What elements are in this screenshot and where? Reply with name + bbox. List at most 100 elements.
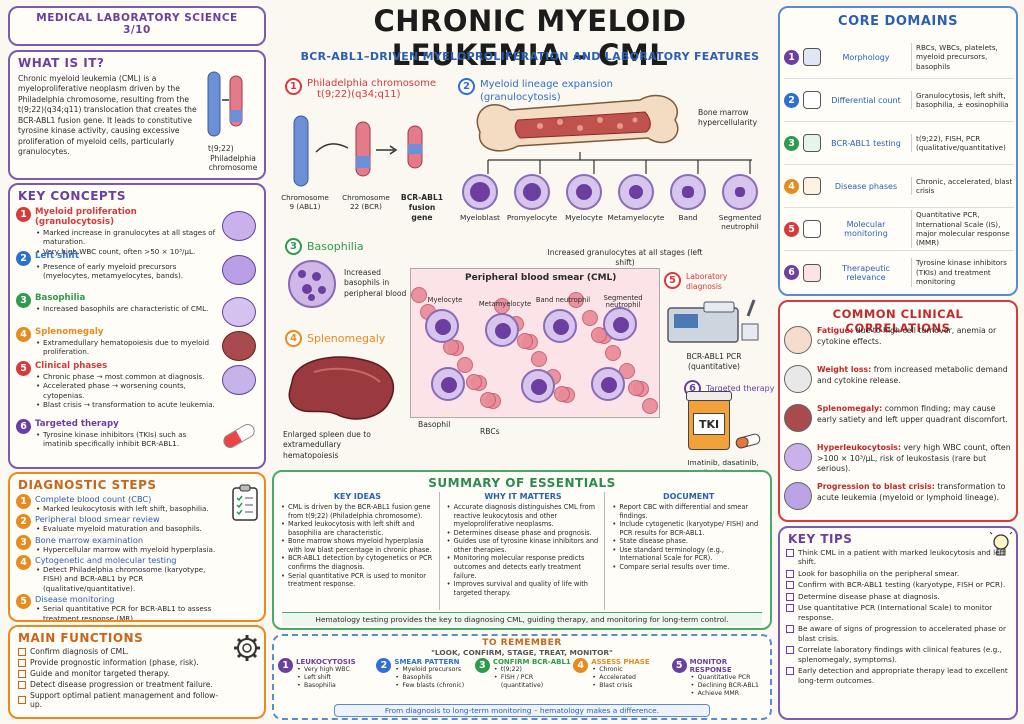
summary-title: SUMMARY OF ESSENTIALS (428, 476, 616, 490)
section5-number: 5 (664, 272, 681, 289)
key-concept-bullet: Blast crisis → transformation to acute l… (35, 400, 216, 410)
pcr-label: BCR-ABL1 PCR (quantitative) (686, 352, 742, 371)
remember-step-bullets: t(9;22)FISH / PCR (quantitative) (493, 666, 571, 689)
summary-item: Improves survival and quality of life wi… (446, 580, 601, 597)
core-domains-title: CORE DOMAINS (838, 14, 958, 29)
summary-item: Compare serial results over time. (611, 563, 766, 572)
tip-item: Determine disease phase at diagnosis. (786, 592, 1012, 601)
core-domain-number: 2 (784, 92, 799, 108)
summary-item: Serial quantitative PCR is used to monit… (280, 572, 435, 589)
check-icon (786, 667, 794, 676)
rbc (628, 380, 644, 396)
tip-text: Correlate laboratory findings with clini… (798, 645, 1002, 664)
remember-step-number: 3 (474, 658, 490, 673)
clinical-desc: transformation to acute leukemia (myeloi… (817, 482, 1006, 502)
core-domain-name: Therapeutic relevance (842, 263, 890, 282)
remember-step-bullet: Accelerated (591, 674, 649, 682)
summary-list: CML is driven by the BCR-ABL1 fusion gen… (280, 503, 435, 589)
remember-step-bullet: Very high WBC (296, 666, 356, 674)
main-function-item: Support optimal patient management and f… (18, 691, 228, 709)
diagnostic-step-number: 3 (16, 534, 31, 550)
philadelphia-label: Philadelphia chromosome (208, 154, 258, 172)
remember-panel: TO REMEMBER "LOOK, CONFIRM, STAGE, TREAT… (272, 634, 772, 720)
diagnostic-step-bullets: Serial quantitative PCR for BCR-ABL1 to … (35, 604, 226, 620)
clinical-text: Splenomegaly: common finding; may cause … (817, 404, 1014, 425)
key-concept-title: Splenomegaly (35, 327, 104, 337)
key-concept-title: Targeted therapy (35, 419, 119, 429)
key-concept-bullets: Extramedullary hematopoiesis due to myel… (35, 338, 216, 357)
diagnostic-step-body: Peripheral blood smear reviewEvaluate my… (35, 514, 202, 534)
cell-nucleus (441, 377, 457, 393)
summary-item: Report CBC with differential and smear f… (611, 503, 766, 520)
section1-label: 1 Philadelphia chromosome t(9;22)(q34;q1… (285, 78, 436, 100)
main-functions-panel: MAIN FUNCTIONS Confirm diagnosis of CML.… (8, 625, 266, 719)
translocation-label: t(9;22) (208, 144, 234, 153)
diagnostic-step-title: Disease monitoring (35, 594, 115, 605)
section4-label: 4 Splenomegaly (285, 330, 385, 347)
diagnostic-step-bullets: Hypercellular marrow with myeloid hyperp… (35, 545, 215, 555)
core-domain-icon (803, 220, 821, 238)
page-subtitle: BCR-ABL1–DRIVEN MYELOPROLIFERATION AND L… (300, 50, 760, 63)
core-domain-icon (803, 134, 821, 152)
diagnostic-step-bullet: Hypercellular marrow with myeloid hyperp… (35, 545, 215, 555)
main-function-text: Support optimal patient management and f… (30, 691, 219, 709)
diagnostic-step-body: Complete blood count (CBC)Marked leukocy… (35, 494, 209, 514)
remember-footer: From diagnosis to long-term monitoring –… (334, 704, 710, 717)
core-domain-number: 4 (784, 178, 799, 194)
cell-nucleus (682, 186, 694, 198)
diagnostic-step-body: Disease monitoringSerial quantitative PC… (35, 594, 226, 620)
summary-item: BCR-ABL1 detection by cytogenetics or PC… (280, 554, 435, 571)
lineage-arrows (487, 152, 752, 174)
core-domain-name: Morphology (842, 52, 890, 62)
diagnostic-step-body: Cytogenetic and molecular testingDetect … (35, 555, 226, 593)
main-function-item: Guide and monitor targeted therapy. (18, 669, 228, 678)
key-concept-icon (220, 421, 258, 451)
chromosome22-label: Chromosome 22 (BCR) (342, 193, 390, 212)
tip-item: Look for basophilia on the peripheral sm… (786, 569, 1012, 578)
smear-label-rbcs: RBCs (480, 427, 500, 436)
clinical-heading: Weight loss: (817, 365, 872, 374)
clipboard-icon (232, 484, 258, 521)
core-domains-panel: CORE DOMAINS 1 Morphology RBCs, WBCs, plat… (778, 6, 1018, 296)
lineage-label: Myeloblast (460, 213, 500, 222)
core-domain-icon (803, 91, 821, 109)
key-concept-icon (222, 255, 256, 285)
remember-step-heading: SMEAR PATTERN (394, 658, 460, 666)
summary-item: Determines disease phase and prognosis. (446, 529, 601, 538)
clinical-desc: very high WBC count, often >100 × 10³/µL… (817, 443, 1011, 474)
clinical-icon (784, 404, 812, 432)
core-domain-number: 1 (784, 49, 799, 65)
clinical-icon (784, 365, 812, 393)
smear-label-basophil: Basophil (418, 420, 451, 429)
check-icon (786, 581, 794, 590)
course-label: MEDICAL LABORATORY SCIENCE (36, 12, 238, 24)
checkbox-icon (18, 696, 26, 704)
diagnostic-step-bullets: Evaluate myeloid maturation and basophil… (35, 524, 202, 534)
remember-step-bullet: Myeloid precursors (394, 666, 464, 674)
page-title: CHRONIC MYELOID LEUKEMIA – CML (373, 4, 687, 72)
lineage-cell (514, 174, 550, 210)
rbc (605, 345, 621, 361)
key-concept-bullet: Tyrosine kinase inhibitors (TKIs) such a… (35, 430, 216, 449)
core-domain-desc: RBCs, WBCs, platelets, myeloid precursor… (911, 42, 1014, 72)
remember-step-bullets: Myeloid precursorsBasophilsFew blasts (c… (394, 666, 464, 689)
check-icon (786, 604, 794, 613)
lineage-cell (670, 174, 706, 210)
key-concepts-icons (220, 207, 262, 467)
key-concept-number: 6 (16, 419, 31, 434)
check-icon (786, 592, 794, 601)
cell-nucleus (553, 319, 569, 335)
rbc (642, 398, 658, 414)
core-domain-icon (803, 263, 821, 282)
what-is-it-title: WHAT IS IT? (18, 56, 105, 70)
core-domains-list: 1 Morphology RBCs, WBCs, platelets, myeloi… (784, 36, 1014, 294)
key-tips-title: KEY TIPS (788, 532, 853, 546)
summary-list: Report CBC with differential and smear f… (611, 503, 766, 572)
